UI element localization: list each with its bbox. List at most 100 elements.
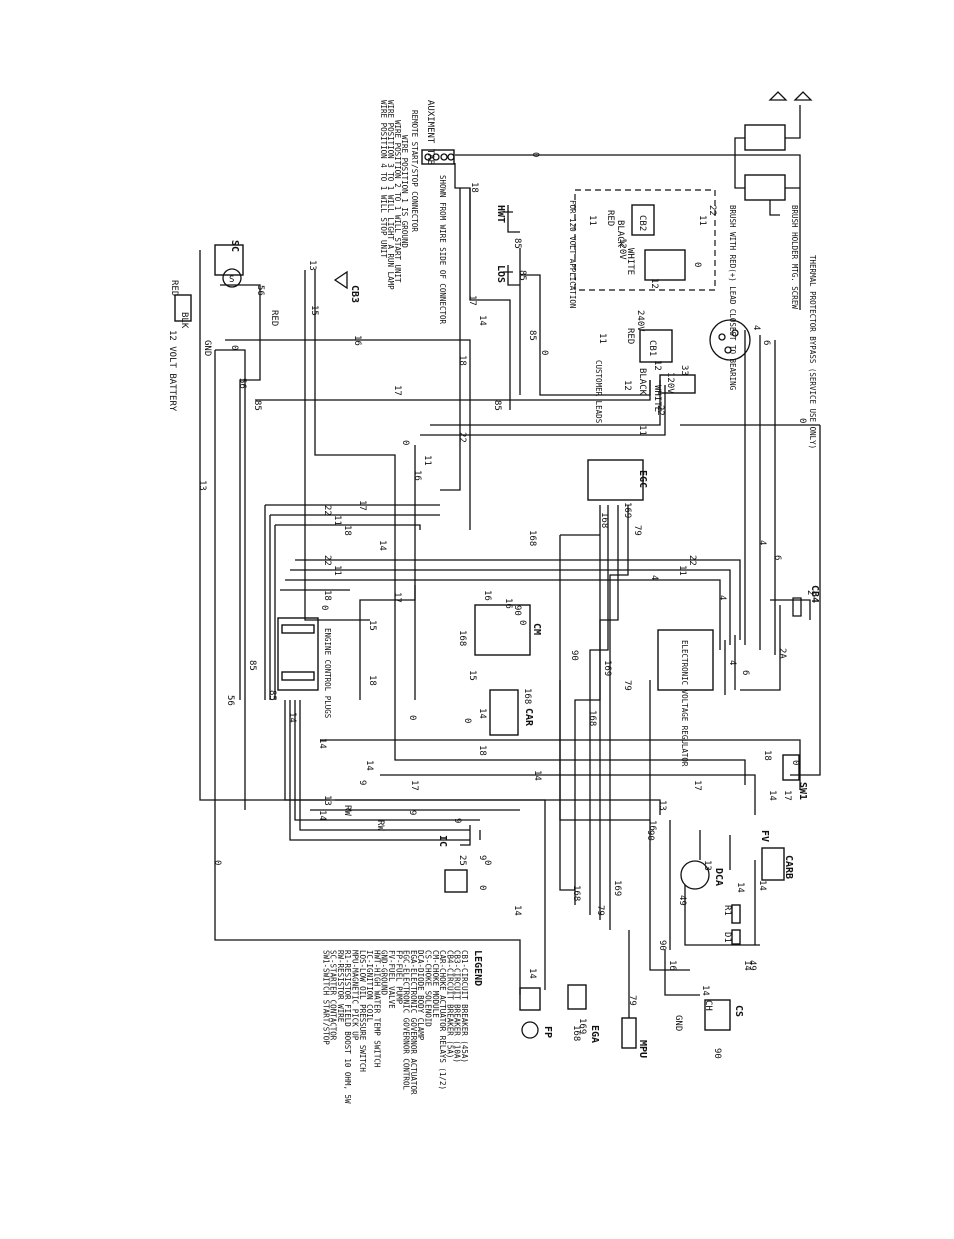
wire-label-14-a: 14 bbox=[477, 315, 487, 326]
wire-label-6-b: 6 bbox=[740, 670, 750, 675]
wire-label-22-a: 22 bbox=[457, 432, 467, 443]
cb1-box bbox=[639, 329, 673, 363]
wire-label-0-a: 0 bbox=[539, 350, 549, 355]
wire-label-159: 169 bbox=[602, 660, 612, 676]
wire-label-11-c: 11 bbox=[332, 515, 342, 526]
ch-label: CH bbox=[703, 1000, 713, 1011]
thermal-label: THERMAL PROTECTOR BYPASS (SERVICE USE ON… bbox=[808, 255, 817, 449]
wire-label-168-b: 168 bbox=[527, 530, 537, 546]
sc-label: SC bbox=[229, 240, 240, 252]
ega-box bbox=[567, 984, 587, 1010]
brush-holder-label: BRUSH HOLDER MTG. SCREW bbox=[790, 205, 799, 309]
wire-label-14-k: 14 bbox=[735, 882, 745, 893]
wire-label-11-a: 11 bbox=[637, 425, 647, 436]
wire-label-4-a: 4 bbox=[649, 575, 659, 580]
wire-label-15-b: 15 bbox=[367, 620, 377, 631]
wire-label-14-d: 14 bbox=[317, 738, 327, 749]
wire-label-0-d: 0 bbox=[212, 860, 222, 865]
wire-label-15-c: 15 bbox=[467, 670, 477, 681]
customer-leads-label: CUSTOMER LEADS bbox=[594, 360, 603, 424]
wire-label-22-e: 22 bbox=[687, 555, 697, 566]
wire-label-56-c: 56 bbox=[225, 695, 235, 706]
stator-block-top bbox=[744, 124, 786, 151]
wire-label-4-b: 4 bbox=[717, 595, 727, 600]
cb4-label: CB4 bbox=[809, 585, 820, 603]
wire-label-13-e: 13 bbox=[702, 860, 712, 871]
legend-item: FP-FUEL PUMP bbox=[394, 950, 403, 1005]
wire-label-18-b: 18 bbox=[342, 525, 352, 536]
wire-label-2: 2 bbox=[805, 590, 815, 595]
legend-item: CB4-CIRCUIT BREAKER (5A) bbox=[445, 950, 454, 1058]
ground-label: GND bbox=[202, 340, 212, 356]
legend-item: CS-CHOKE SOLENOID bbox=[424, 950, 433, 1027]
d1-diode bbox=[731, 929, 741, 945]
wire-label-90-c: 90 bbox=[657, 940, 667, 951]
wire-label-79-b: 79 bbox=[622, 680, 632, 691]
wire-label-17-g: 17 bbox=[409, 780, 419, 791]
wire-label-11-f: 11 bbox=[597, 333, 607, 344]
voltage-regulator-box bbox=[657, 629, 714, 691]
dca-label: DCA bbox=[713, 868, 724, 886]
wire-label-17-a: 17 bbox=[467, 295, 477, 306]
wire-label-14-o: 14 bbox=[527, 968, 537, 979]
wire-label-85-b: 85 bbox=[492, 400, 502, 411]
wire-label-56-a: 56 bbox=[237, 378, 247, 389]
ignition-coil-box bbox=[444, 869, 468, 893]
wire-label-18-top: 18 bbox=[469, 182, 479, 193]
cs-label: CS bbox=[733, 1005, 744, 1017]
mpu-box bbox=[621, 1017, 637, 1049]
red-label-120: RED bbox=[605, 210, 615, 226]
brush-red-label: BRUSH WITH RED(+) LEAD CLOSEST TO BEARIN… bbox=[728, 205, 737, 391]
wire-label-168-a: 168 bbox=[457, 630, 467, 646]
wire-label-168-g: 168 bbox=[571, 1025, 581, 1041]
legend-item: MPU-MAGNETIC PICK UP bbox=[351, 950, 360, 1041]
legend-item: DCA-DIODE BODY CLAMP bbox=[416, 950, 425, 1041]
battery-blk-label: BLK bbox=[179, 312, 189, 329]
mpu-label: MPU bbox=[637, 1040, 648, 1058]
legend-item: SW1-SWITCH START/STOP bbox=[321, 950, 330, 1045]
wire-pos-4-label: WIRE POSITION 4 TO 1 WILL STOP UNIT bbox=[379, 100, 388, 259]
wire-label-90-d: 90 bbox=[712, 1048, 722, 1059]
wire-label-14-g: 14 bbox=[532, 770, 542, 781]
legend-item: EGA-ELECTRONIC GOVERNOR ACTUATOR bbox=[409, 950, 418, 1095]
fuel-pump-connector bbox=[519, 987, 541, 1011]
legend-title: LEGEND bbox=[472, 950, 483, 986]
shown-from-label: SHOWN FROM WIRE SIDE OF CONNECTOR bbox=[438, 175, 447, 324]
wire-label-85-d: 85 bbox=[267, 690, 277, 701]
legend-item: LOS-LOW OIL PRESSURE SWITCH bbox=[358, 950, 367, 1072]
choke-solenoid-box bbox=[704, 999, 731, 1031]
dca-symbol bbox=[680, 860, 710, 890]
wire-harness bbox=[199, 154, 821, 996]
wire-label-49-a: 49 bbox=[677, 895, 687, 906]
wire-label-18-a: 18 bbox=[457, 355, 467, 366]
fv-label: FV bbox=[759, 830, 770, 842]
white-label-main: WHITE bbox=[652, 385, 662, 412]
wire-label-14-e: 14 bbox=[287, 712, 297, 723]
wire-label-49-b: 49 bbox=[747, 960, 757, 971]
ega-label: EGA bbox=[589, 1025, 600, 1043]
wire-label-15-a: 15 bbox=[309, 305, 319, 316]
wire-label-14-c: 14 bbox=[477, 708, 487, 719]
wire-label-16-a: 16 bbox=[352, 335, 362, 346]
wire-label-11-e: 11 bbox=[677, 565, 687, 576]
engine-control-label: ENGINE CONTROL PLUGS bbox=[323, 628, 332, 719]
wire-label-14-m: 14 bbox=[742, 960, 752, 971]
black-label-120: BLACK bbox=[615, 220, 625, 248]
wire-label-4-c: 4 bbox=[757, 540, 767, 545]
wire-label-79-a: 79 bbox=[632, 525, 642, 536]
wire-label-13-a: 13 bbox=[197, 480, 207, 491]
wire-label-14-b: 14 bbox=[377, 540, 387, 551]
wire-pos-1-label: WIRE POSITION 1 IS GROUND bbox=[400, 135, 409, 248]
wire-label-14-i: 14 bbox=[317, 810, 327, 821]
carb-label: CARB bbox=[783, 855, 794, 879]
wire-label-90-b: 90 bbox=[569, 650, 579, 661]
starter-motor-symbol bbox=[222, 268, 242, 288]
legend-item: GND-GROUND bbox=[380, 950, 389, 996]
choke-actuator-relays-box bbox=[489, 689, 519, 736]
cb1-terminal bbox=[659, 374, 696, 394]
wire-label-22-f: 22 bbox=[707, 205, 717, 216]
rw-label-a: RW bbox=[342, 805, 352, 816]
egc-box bbox=[587, 459, 644, 501]
cb1-small-box bbox=[631, 204, 655, 236]
cb3-label: CB3 bbox=[349, 285, 360, 303]
